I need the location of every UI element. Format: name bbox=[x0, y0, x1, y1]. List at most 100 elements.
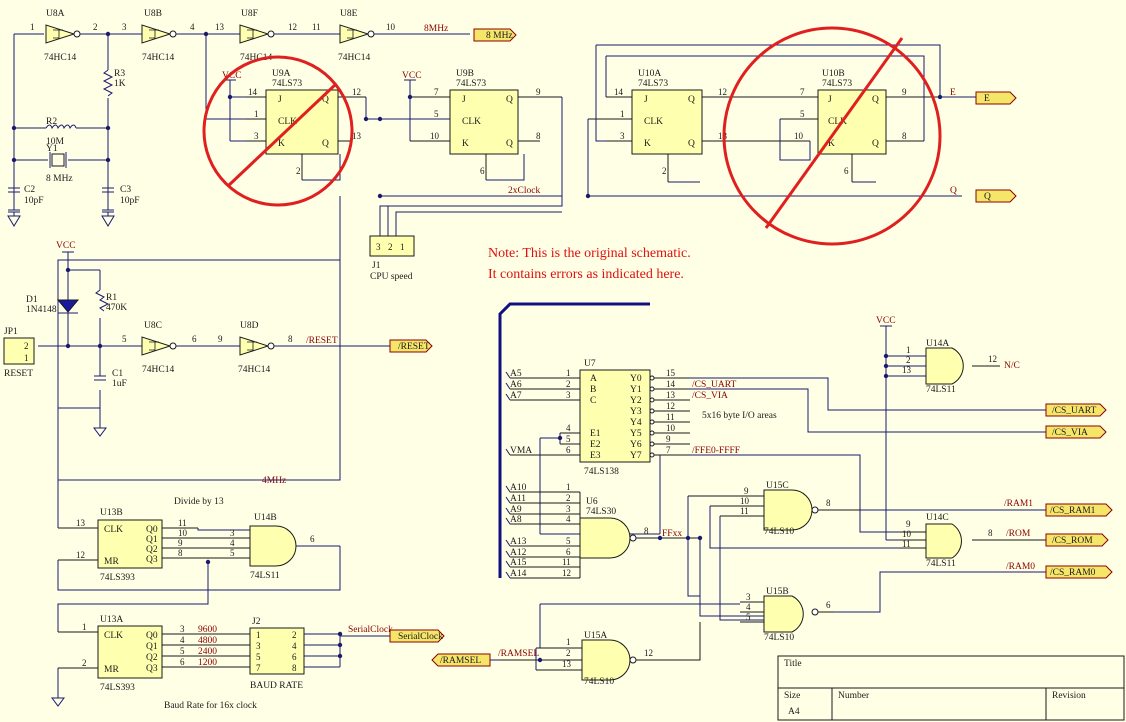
u8e-type: 74HC14 bbox=[338, 53, 370, 63]
u9a-type: 74LS73 bbox=[272, 79, 302, 89]
label-ports-cs_ram1: /CS_RAM1 bbox=[1050, 506, 1096, 516]
label-pin_labels-CLK: CLK bbox=[828, 117, 847, 127]
port-cs-via: /CS_VIA bbox=[1045, 425, 1107, 439]
u13a-label: U13A bbox=[100, 615, 123, 625]
svg-text:7: 7 bbox=[256, 663, 261, 673]
port-cs-ram0: /CS_RAM0 bbox=[1045, 565, 1113, 579]
svg-text:3: 3 bbox=[376, 242, 381, 252]
svg-text:4: 4 bbox=[566, 514, 571, 524]
y1-label: Y1 bbox=[46, 144, 58, 154]
svg-text:1: 1 bbox=[254, 109, 259, 119]
u14b-type: 74LS11 bbox=[250, 571, 280, 581]
svg-text:8: 8 bbox=[178, 548, 183, 558]
svg-text:11: 11 bbox=[666, 412, 675, 422]
net-vma: VMA bbox=[510, 446, 532, 456]
label-pin_labels-Y-6: Y6 bbox=[630, 440, 642, 450]
svg-text:2: 2 bbox=[566, 648, 571, 658]
u15a-type: 74LS10 bbox=[584, 677, 614, 687]
c1-value: 1uF bbox=[112, 379, 127, 389]
u10a-type: 74LS73 bbox=[638, 79, 668, 89]
svg-text:3: 3 bbox=[122, 22, 127, 32]
label-pin_labels-B: B bbox=[590, 385, 596, 395]
label-pin_labels-MR: MR bbox=[104, 557, 119, 567]
svg-text:11: 11 bbox=[902, 539, 911, 549]
net-q: Q bbox=[950, 186, 957, 196]
vcc-4: VCC bbox=[876, 316, 896, 326]
u13a-type: 74LS393 bbox=[100, 683, 135, 693]
u9a-label: U9A bbox=[272, 69, 291, 79]
port-e: E bbox=[975, 91, 1017, 105]
u14c-label: U14C bbox=[926, 513, 949, 523]
u8b-label: U8B bbox=[144, 9, 162, 19]
u15b-type: 74LS10 bbox=[764, 633, 794, 643]
addr-a11: A11 bbox=[510, 494, 526, 504]
svg-text:7: 7 bbox=[666, 445, 671, 455]
svg-text:5: 5 bbox=[800, 109, 805, 119]
u8a-type: 74HC14 bbox=[44, 53, 76, 63]
svg-text:2: 2 bbox=[566, 379, 571, 389]
c1-label: C1 bbox=[112, 369, 123, 379]
svg-text:2: 2 bbox=[292, 630, 297, 640]
label-pin_labels-CLK: CLK bbox=[644, 117, 663, 127]
label-pin_labels-Q: Q bbox=[322, 95, 329, 105]
c2-value: 10pF bbox=[24, 196, 44, 206]
svg-text:13: 13 bbox=[352, 131, 362, 141]
label-ports-reset: /RESET bbox=[398, 342, 430, 352]
addr-a8: A8 bbox=[510, 515, 522, 525]
svg-text:1: 1 bbox=[256, 630, 261, 640]
svg-text:4: 4 bbox=[746, 602, 751, 612]
svg-text:4: 4 bbox=[180, 635, 185, 645]
j1-value: CPU speed bbox=[370, 272, 413, 282]
net-rom: /ROM bbox=[1006, 529, 1031, 539]
u8f-type: 74HC14 bbox=[240, 53, 272, 63]
net-4mhz: 4MHz bbox=[262, 476, 286, 486]
u14b-label: U14B bbox=[254, 513, 277, 523]
label-pin_labels-K: K bbox=[462, 139, 469, 149]
u15c-label: U15C bbox=[766, 481, 789, 491]
svg-text:11: 11 bbox=[178, 518, 187, 528]
label-pin_labels-Q: Q bbox=[506, 95, 513, 105]
svg-text:4: 4 bbox=[566, 423, 571, 433]
svg-text:5: 5 bbox=[566, 434, 571, 444]
port-ramsel: /RAMSEL bbox=[431, 653, 491, 667]
vcc-1: VCC bbox=[222, 71, 242, 81]
c3-label: C3 bbox=[120, 185, 131, 195]
u15a-label: U15A bbox=[584, 631, 607, 641]
svg-text:8: 8 bbox=[536, 131, 541, 141]
svg-text:12: 12 bbox=[666, 401, 675, 411]
port-reset: /RESET bbox=[389, 339, 433, 353]
label-pin_labels-Y-3: Y3 bbox=[630, 407, 642, 417]
label-pin_labels-E1: E1 bbox=[590, 429, 601, 439]
net-e: E bbox=[950, 88, 956, 98]
svg-text:2: 2 bbox=[906, 355, 911, 365]
svg-text:8: 8 bbox=[988, 528, 993, 538]
svg-text:2: 2 bbox=[24, 341, 29, 351]
svg-text:3: 3 bbox=[256, 641, 261, 651]
svg-text:3: 3 bbox=[566, 390, 571, 400]
jp1-value: RESET bbox=[4, 369, 33, 379]
svg-text:6: 6 bbox=[192, 334, 197, 344]
c3-value: 10pF bbox=[120, 196, 140, 206]
label-pin_labels-J: J bbox=[828, 95, 832, 105]
u15b-label: U15B bbox=[766, 587, 789, 597]
svg-text:14: 14 bbox=[614, 87, 624, 97]
svg-text:12: 12 bbox=[288, 22, 297, 32]
addr-a5: A5 bbox=[510, 369, 522, 379]
j2-value: BAUD RATE bbox=[250, 681, 303, 691]
divide-by-13-label: Divide by 13 bbox=[174, 497, 224, 507]
net-nc: N/C bbox=[1004, 361, 1020, 371]
label-pin_labels-CLK: CLK bbox=[278, 117, 297, 127]
baud-2400: 2400 bbox=[198, 647, 217, 657]
svg-text:13: 13 bbox=[76, 518, 86, 528]
svg-text:8: 8 bbox=[902, 131, 907, 141]
svg-text:10: 10 bbox=[430, 131, 440, 141]
u6-type: 74LS30 bbox=[586, 507, 616, 517]
u14a-label: U14A bbox=[926, 339, 949, 349]
title-block-title: Title bbox=[784, 659, 802, 669]
svg-text:1: 1 bbox=[400, 242, 405, 252]
u8a-label: U8A bbox=[46, 9, 65, 19]
svg-text:9: 9 bbox=[178, 538, 183, 548]
svg-text:6: 6 bbox=[480, 166, 485, 176]
svg-text:1: 1 bbox=[620, 109, 625, 119]
svg-text:6: 6 bbox=[826, 600, 831, 610]
